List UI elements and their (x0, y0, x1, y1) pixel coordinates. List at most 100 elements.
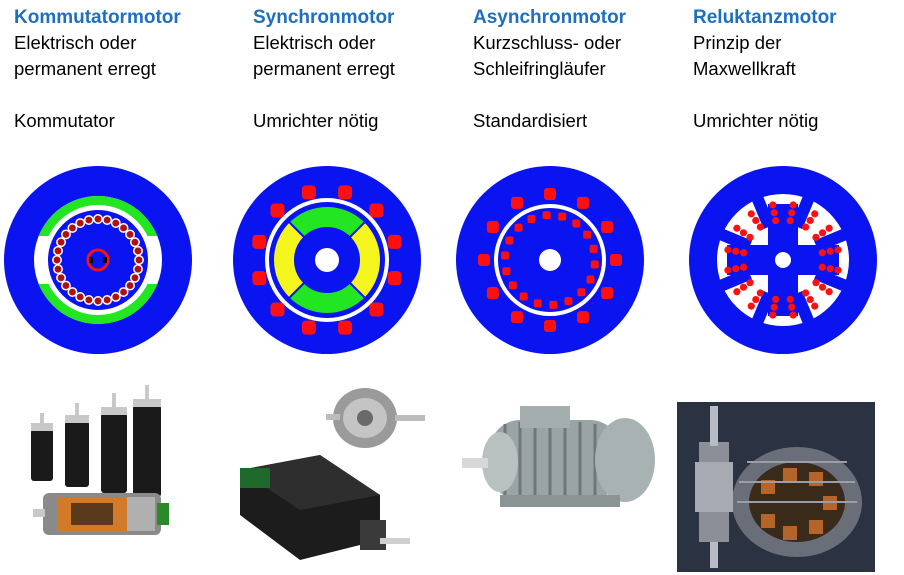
winding-slot (62, 230, 70, 238)
winding-slot (57, 274, 65, 282)
winding-slot (134, 247, 142, 255)
coil-conductor (757, 289, 764, 296)
coil-conductor (802, 289, 809, 296)
coil-conductor (732, 265, 739, 272)
stator-slot (478, 254, 490, 266)
coil-conductor (740, 264, 747, 271)
column-line-1: Elektrisch oder (14, 30, 229, 56)
coil-conductor (819, 264, 826, 271)
winding-slot (68, 288, 76, 296)
rotor-bar (558, 213, 566, 221)
coil-conductor (746, 234, 753, 241)
rotor-bar (590, 245, 598, 253)
column-line-2: Maxwellkraft (693, 56, 904, 82)
coil-conductor (769, 201, 776, 208)
coil-conductor (724, 246, 731, 253)
coil-conductor (746, 279, 753, 286)
coil-conductor (740, 284, 747, 291)
coil-conductor (748, 303, 755, 310)
coil-conductor (740, 249, 747, 256)
column-line-1: Kurzschluss- oder (473, 30, 688, 56)
synchronous-servo-motors-photo (230, 380, 430, 570)
coil-conductor (733, 288, 740, 295)
synchronmotor-diagram (233, 166, 421, 354)
coil-conductor (807, 296, 814, 303)
winding-slot (68, 224, 76, 232)
coil-conductor (771, 304, 778, 311)
rotor-bar (534, 299, 542, 307)
winding-slot (76, 219, 84, 227)
winding-slot (271, 204, 285, 218)
rotor-bar (502, 267, 510, 275)
coil-conductor (834, 246, 841, 253)
winding-slot (57, 238, 65, 246)
reluctance-motor-photo (677, 402, 875, 572)
coil-conductor (787, 296, 794, 303)
stator-slot (487, 221, 499, 233)
winding-slot (369, 204, 383, 218)
winding-slot (338, 321, 352, 335)
coil-conductor (732, 248, 739, 255)
coil-conductor (771, 209, 778, 216)
coil-conductor (826, 225, 833, 232)
winding-slot (112, 219, 120, 227)
column-synchronmotor: Synchronmotor Elektrisch oder permanent … (253, 6, 468, 134)
rotor-bar (505, 236, 513, 244)
coil-conductor (772, 296, 779, 303)
coil-conductor (834, 267, 841, 274)
column-line-1: Elektrisch oder (253, 30, 468, 56)
rotor-bar (501, 252, 509, 260)
winding-slot (134, 265, 142, 273)
rotor-bar (509, 281, 517, 289)
winding-slot (103, 216, 111, 224)
coil-conductor (807, 217, 814, 224)
rotor-bar (549, 301, 557, 309)
coil-conductor (802, 223, 809, 230)
winding-slot (112, 293, 120, 301)
coil-conductor (748, 210, 755, 217)
winding-slot (126, 281, 134, 289)
coil-conductor (790, 201, 797, 208)
winding-slot (131, 274, 139, 282)
coil-conductor (819, 284, 826, 291)
stator-slot (577, 311, 589, 323)
winding-slot (53, 256, 61, 264)
column-line-3: Kommutator (14, 108, 229, 134)
column-line-2: permanent erregt (253, 56, 468, 82)
stator-slot (487, 287, 499, 299)
coil-conductor (811, 210, 818, 217)
coil-conductor (772, 217, 779, 224)
rotor-bar (572, 219, 580, 227)
brushed-dc-motors-photo (25, 385, 175, 550)
winding-slot (388, 235, 402, 249)
asynchronmotor-diagram (456, 166, 644, 354)
coil-conductor (740, 229, 747, 236)
column-title: Synchronmotor (253, 6, 468, 30)
column-line-2: Schleifringläufer (473, 56, 688, 82)
winding-slot (131, 238, 139, 246)
column-title: Asynchronmotor (473, 6, 688, 30)
column-line-2: permanent erregt (14, 56, 229, 82)
winding-slot (135, 256, 143, 264)
coil-conductor (812, 234, 819, 241)
column-title: Kommutatormotor (14, 6, 229, 30)
winding-slot (271, 302, 285, 316)
coil-conductor (827, 265, 834, 272)
winding-slot (338, 185, 352, 199)
stator-slot (601, 287, 613, 299)
reluktanzmotor-diagram (689, 166, 877, 354)
induction-motor-photo (460, 400, 660, 525)
winding-slot (302, 185, 316, 199)
winding-slot (103, 296, 111, 304)
coil-conductor (826, 288, 833, 295)
rotor-bar (520, 293, 528, 301)
rotor-bar (528, 215, 536, 223)
winding-slot (94, 215, 102, 223)
coil-conductor (812, 279, 819, 286)
coil-conductor (790, 311, 797, 318)
stator-slot (577, 197, 589, 209)
column-line-3: Umrichter nötig (253, 108, 468, 134)
stator-slot (544, 320, 556, 332)
winding-slot (54, 247, 62, 255)
